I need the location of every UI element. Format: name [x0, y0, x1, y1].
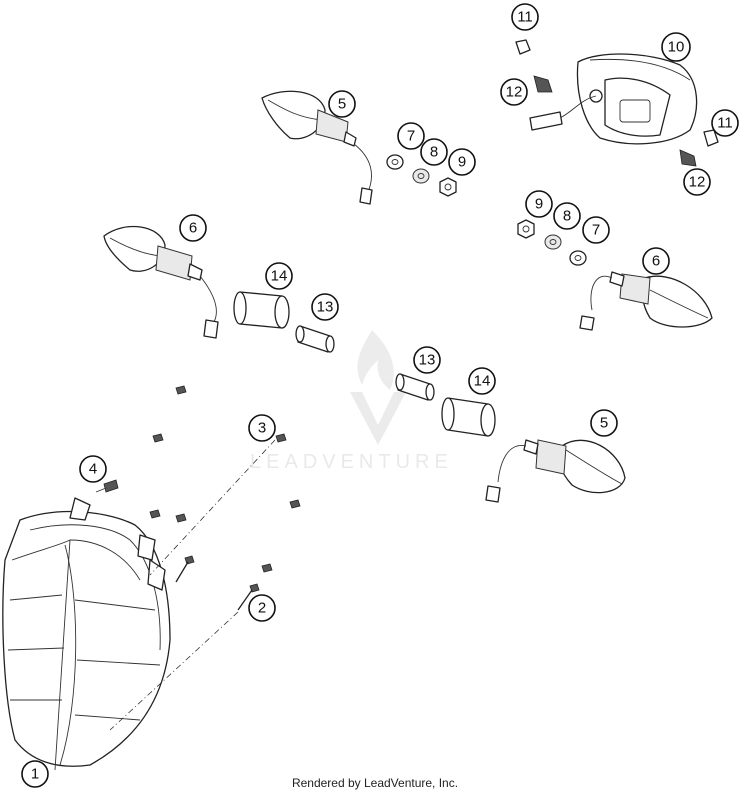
- rubber-grommets: [515, 39, 719, 147]
- callout-3: 3: [248, 414, 276, 442]
- callout-11-lower: 11: [711, 109, 739, 137]
- bushing-upper: [295, 325, 335, 353]
- svg-text:6: 6: [652, 253, 660, 270]
- callout-9-upper: 9: [448, 148, 476, 176]
- callout-12-upper: 12: [500, 78, 528, 106]
- spacer-sleeve-upper: [233, 291, 290, 329]
- callout-12-lower: 12: [683, 168, 711, 196]
- svg-text:14: 14: [271, 268, 288, 285]
- callout-5-lower: 5: [590, 409, 618, 437]
- mounting-hardware-lower: [517, 219, 587, 266]
- svg-text:11: 11: [717, 115, 733, 132]
- svg-text:10: 10: [668, 39, 685, 56]
- callout-11-upper: 11: [511, 3, 539, 31]
- callout-14-lower: 14: [468, 367, 496, 395]
- svg-text:1: 1: [31, 766, 39, 783]
- svg-text:9: 9: [458, 154, 466, 171]
- svg-text:8: 8: [430, 144, 438, 161]
- svg-text:13: 13: [317, 299, 334, 316]
- headlight-screws: [95, 385, 301, 611]
- bushing-lower: [395, 373, 435, 401]
- turn-signal-front-upper: [261, 90, 373, 205]
- callout-2: 2: [248, 594, 276, 622]
- svg-text:5: 5: [600, 415, 608, 432]
- svg-text:4: 4: [89, 461, 97, 478]
- svg-text:7: 7: [592, 222, 600, 239]
- callout-8-lower: 8: [553, 202, 581, 230]
- callout-9-lower: 9: [525, 190, 553, 218]
- turn-signal-rear-right: [579, 271, 713, 331]
- rubber-dampers: [533, 75, 697, 167]
- callout-1: 1: [21, 760, 49, 788]
- instrument-cluster: [529, 53, 698, 145]
- callout-10: 10: [661, 32, 691, 62]
- svg-text:13: 13: [419, 352, 436, 369]
- watermark-text: LEADVENTURE: [250, 451, 453, 473]
- callout-13-upper: 13: [311, 293, 339, 321]
- callout-5-upper: 5: [328, 90, 356, 118]
- svg-text:2: 2: [258, 600, 266, 617]
- callout-6-left: 6: [179, 214, 207, 242]
- svg-text:12: 12: [689, 174, 706, 191]
- callout-4: 4: [79, 455, 107, 483]
- callout-7-lower: 7: [582, 216, 610, 244]
- footer-credit: Rendered by LeadVenture, Inc.: [291, 776, 459, 790]
- assembly-lines: [109, 439, 276, 731]
- svg-text:9: 9: [535, 196, 543, 213]
- callout-8-upper: 8: [420, 138, 448, 166]
- svg-text:3: 3: [258, 420, 266, 437]
- turn-signal-front-left: [103, 225, 219, 339]
- callout-14-upper: 14: [265, 262, 293, 290]
- headlight-assembly: [2, 497, 171, 771]
- mounting-hardware-upper: [386, 154, 457, 197]
- callout-6-right: 6: [642, 247, 670, 275]
- spacer-sleeve-lower: [441, 397, 496, 437]
- svg-text:6: 6: [189, 220, 197, 237]
- svg-text:7: 7: [407, 128, 415, 145]
- svg-text:14: 14: [474, 373, 491, 390]
- turn-signal-rear-lower: [485, 439, 626, 503]
- watermark-logo: LEADVENTURE: [250, 330, 453, 473]
- svg-text:5: 5: [338, 96, 346, 113]
- svg-text:8: 8: [563, 208, 571, 225]
- callout-13-lower: 13: [413, 346, 441, 374]
- svg-text:11: 11: [517, 9, 533, 26]
- svg-text:12: 12: [506, 84, 523, 101]
- callout-7-upper: 7: [397, 122, 425, 150]
